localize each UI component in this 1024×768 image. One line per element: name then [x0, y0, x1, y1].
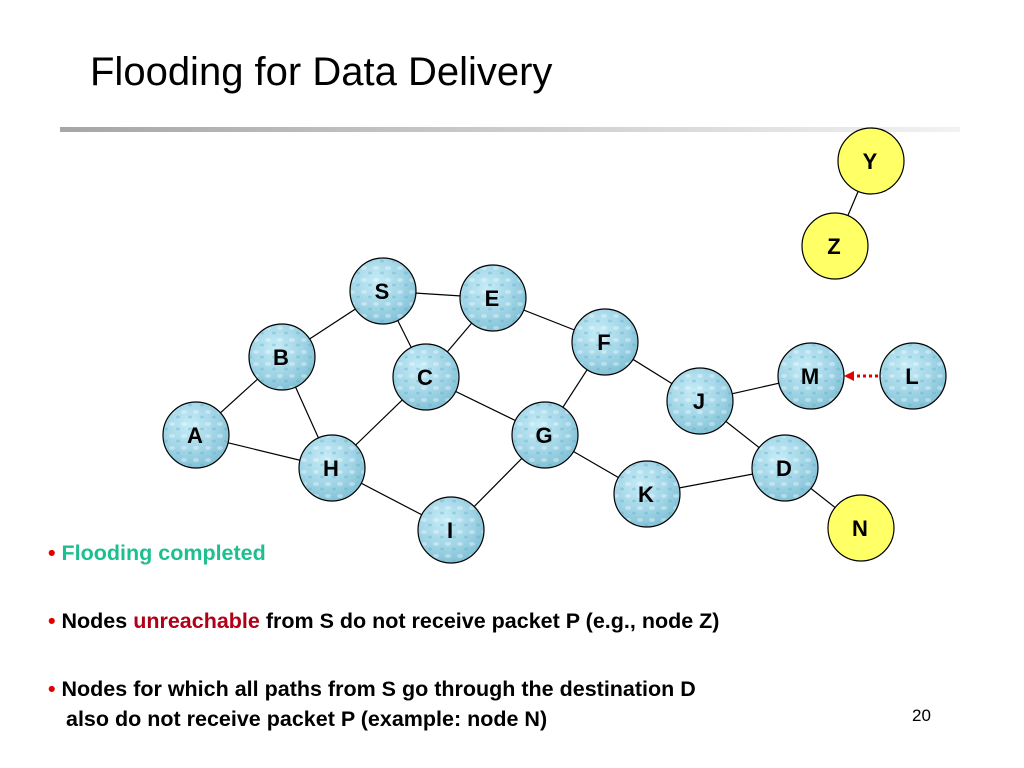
- node-I: I: [417, 496, 485, 564]
- node-label-S: S: [375, 279, 390, 304]
- node-E: E: [459, 264, 527, 332]
- node-label-C: C: [417, 365, 433, 390]
- bullet-dot: •: [48, 541, 62, 565]
- node-D: D: [751, 434, 819, 502]
- node-texture-A: [164, 403, 228, 467]
- node-texture-C: [394, 345, 458, 409]
- node-label-A: A: [187, 423, 203, 448]
- node-label-G: G: [535, 423, 552, 448]
- node-label-M: M: [801, 364, 819, 389]
- node-texture-S: [351, 259, 415, 323]
- node-K: K: [613, 460, 681, 528]
- node-texture-H: [300, 436, 364, 500]
- bullet-list: • Flooding completed • Nodes unreachable…: [48, 538, 968, 734]
- node-G: G: [511, 401, 579, 469]
- nodes-layer: S E F B C M L J A G H D K I N Y Z: [162, 127, 947, 564]
- bullet-flooding-completed: • Flooding completed: [48, 538, 968, 568]
- node-label-K: K: [638, 482, 654, 507]
- bullet-unreachable-nodes: • Nodes unreachable from S do not receiv…: [48, 606, 968, 636]
- node-Z: Z: [801, 212, 869, 280]
- node-label-H: H: [323, 456, 339, 481]
- node-label-F: F: [597, 330, 610, 355]
- unreachable-text: unreachable: [133, 609, 260, 633]
- page-number: 20: [912, 706, 931, 725]
- node-label-Y: Y: [863, 149, 878, 174]
- node-texture-L: [881, 344, 945, 408]
- node-texture-B: [250, 325, 314, 389]
- slide-title: Flooding for Data Delivery: [90, 50, 553, 94]
- node-A: A: [162, 401, 230, 469]
- node-label-Z: Z: [827, 234, 840, 259]
- flooding-completed-text: Flooding completed: [61, 541, 266, 565]
- bullet-dot: •: [48, 677, 62, 701]
- bullet-line-1: • Nodes for which all paths from S go th…: [48, 674, 968, 704]
- node-texture-F: [573, 310, 637, 374]
- node-texture-D: [753, 436, 817, 500]
- bullet-dot: •: [48, 609, 62, 633]
- node-texture-I: [419, 498, 483, 562]
- node-H: H: [298, 434, 366, 502]
- bullet-line-2: also do not receive packet P (example: n…: [66, 707, 548, 731]
- node-label-J: J: [693, 389, 705, 414]
- node-texture-E: [461, 266, 525, 330]
- bullet-text-before: Nodes: [61, 609, 134, 633]
- node-M: M: [777, 342, 845, 410]
- node-Y: Y: [837, 127, 905, 195]
- node-label-B: B: [273, 345, 289, 370]
- title-rule: [60, 127, 960, 132]
- node-texture-M: [779, 344, 843, 408]
- node-texture-K: [615, 462, 679, 526]
- node-texture-G: [513, 403, 577, 467]
- bullet-text-after: from S do not receive packet P (e.g., no…: [259, 609, 720, 633]
- node-label-I: I: [447, 518, 453, 543]
- node-circle-N: [827, 494, 895, 562]
- bullet-text-line1: Nodes for which all paths from S go thro…: [61, 677, 696, 701]
- node-label-N: N: [852, 516, 868, 541]
- node-label-E: E: [485, 286, 500, 311]
- node-label-D: D: [776, 456, 792, 481]
- node-N: N: [827, 494, 895, 562]
- node-label-L: L: [905, 364, 918, 389]
- node-L: L: [879, 342, 947, 410]
- node-C: C: [392, 343, 460, 411]
- node-J: J: [666, 367, 734, 435]
- node-texture-J: [668, 369, 732, 433]
- node-F: F: [571, 308, 639, 376]
- bullet-destination-paths: • Nodes for which all paths from S go th…: [48, 674, 968, 734]
- node-circle-Y: [837, 127, 905, 195]
- node-S: S: [349, 257, 417, 325]
- node-B: B: [248, 323, 316, 391]
- node-circle-Z: [801, 212, 869, 280]
